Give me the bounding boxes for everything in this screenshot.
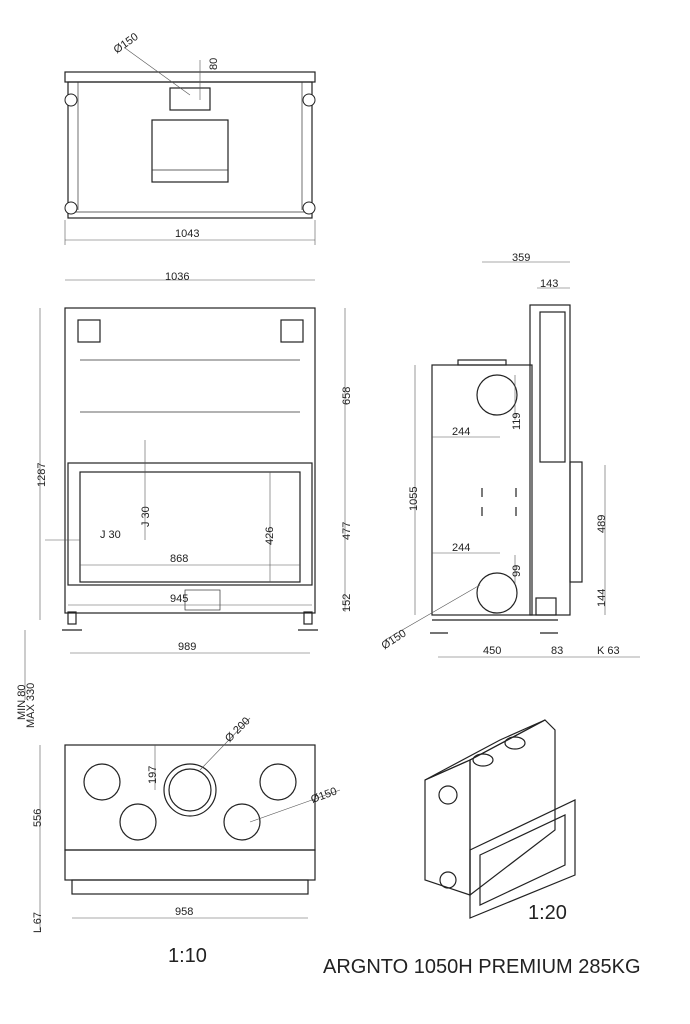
bottom-view: Ø 200 Ø150 197 556 958 L 67 [32, 715, 341, 933]
drawing-title: ARGNTO 1050H PREMIUM 285KG [323, 956, 641, 978]
front-opening-zone-label: 477 [341, 522, 353, 540]
front-view: 1036 1287 658 477 152 426 868 945 989 J … [16, 271, 353, 728]
lower-outlet-label: 99 [511, 565, 523, 577]
lower-outlet-offset-label: 244 [452, 542, 470, 554]
k-label: K 63 [597, 645, 620, 657]
top-width-label: 1043 [175, 228, 199, 240]
bottom-width-label: 958 [175, 906, 193, 918]
top-flue-dia-label: Ø150 [112, 31, 141, 56]
frame-bottom-label: 144 [596, 589, 608, 607]
offset-label: 197 [147, 766, 159, 784]
bottom-depth-label: 556 [32, 809, 44, 827]
frame-height-label: 489 [596, 515, 608, 533]
top-flue-offset-label: 80 [208, 58, 220, 70]
side-view: 359 143 1055 119 244 244 99 489 144 Ø150… [379, 252, 640, 658]
front-width-label: 1036 [165, 271, 189, 283]
glass-height-label: 426 [264, 527, 276, 545]
j-horizontal-label: J 30 [100, 529, 121, 541]
upper-outlet-label: 119 [511, 412, 523, 430]
gap-label: 83 [551, 645, 563, 657]
side-dia-label: Ø150 [309, 785, 338, 805]
legs-min-label: MIN 80 [16, 685, 28, 720]
depth-total-label: 359 [512, 252, 530, 264]
center-dia-label: Ø 200 [223, 715, 253, 745]
top-view: Ø150 80 1043 [64, 31, 316, 245]
front-lower-label: 152 [341, 594, 353, 612]
front-upper-label: 658 [341, 387, 353, 405]
side-height-label: 1055 [408, 487, 420, 511]
j-vertical-label: J 30 [140, 506, 152, 527]
frame-width-label: 945 [170, 593, 188, 605]
base-depth-label: 450 [483, 645, 501, 657]
upper-outlet-offset-label: 244 [452, 426, 470, 438]
scale-front-label: 1:10 [168, 945, 207, 967]
l-label: L 67 [32, 912, 44, 933]
scale-iso-label: 1:20 [528, 902, 567, 924]
front-height-label: 1287 [36, 463, 48, 487]
frame-depth-label: 143 [540, 278, 558, 290]
inlet-dia-label: Ø150 [379, 627, 408, 652]
legs-max-label: MAX 330 [25, 683, 37, 728]
base-width-label: 989 [178, 641, 196, 653]
isometric-view [424, 719, 576, 919]
glass-width-label: 868 [170, 553, 188, 565]
